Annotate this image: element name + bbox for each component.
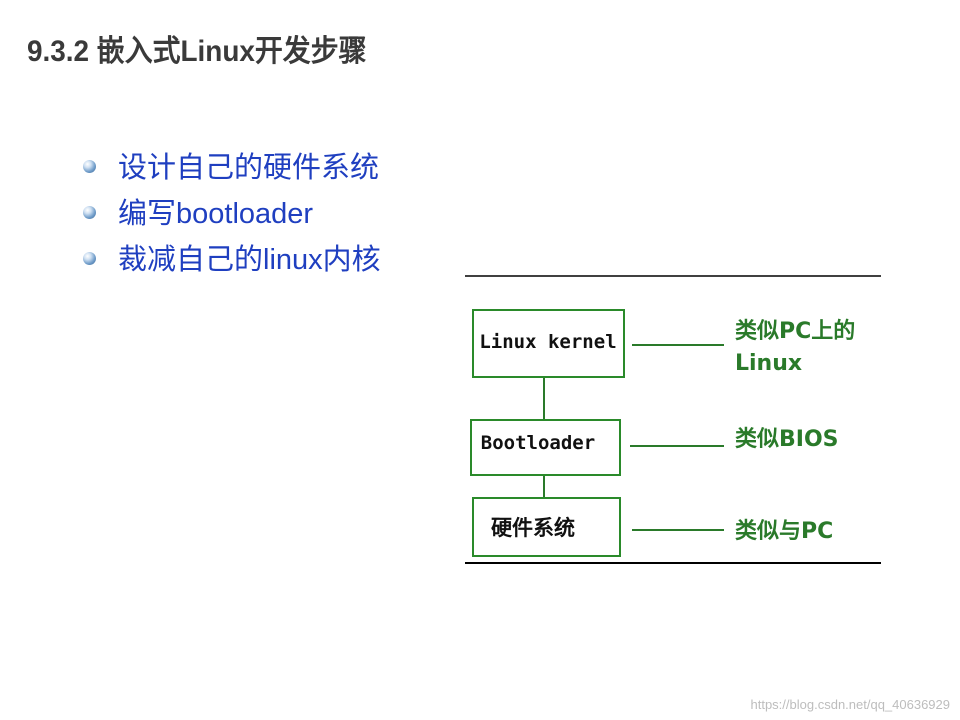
bullet-item-kernel: 裁减自己的linux内核 — [82, 240, 381, 286]
watermark: https://blog.csdn.net/qq_40636929 — [750, 697, 951, 712]
bullet-list: 设计自己的硬件系统 编写bootloader 裁减自己的linux内核 — [82, 148, 381, 286]
bullet-item-hardware: 设计自己的硬件系统 — [82, 148, 381, 194]
bullet-text: 编写bootloader — [118, 198, 314, 230]
box-label-bootloader: Bootloader — [481, 432, 595, 454]
side-label-kernel-line1: 类似PC上的 — [735, 318, 855, 344]
bullet-item-bootloader: 编写bootloader — [82, 194, 381, 240]
side-label-bootloader: 类似BIOS — [735, 427, 839, 452]
box-bootloader: Bootloader — [470, 419, 621, 476]
bullet-dot-icon — [83, 160, 96, 173]
bullet-text: 裁减自己的linux内核 — [118, 244, 381, 276]
box-label-linux-kernel: Linux kernel — [479, 331, 616, 353]
box-hardware: 硬件系统 — [472, 497, 621, 557]
side-label-hardware: 类似与PC — [735, 519, 833, 544]
bullet-text: 设计自己的硬件系统 — [118, 152, 380, 184]
side-label-kernel-line2: Linux — [735, 351, 802, 376]
box-label-hardware: 硬件系统 — [491, 516, 575, 540]
slide-title: 9.3.2 嵌入式Linux开发步骤 — [27, 35, 367, 68]
box-linux-kernel: Linux kernel — [472, 309, 625, 378]
bullet-dot-icon — [83, 206, 96, 219]
bullet-dot-icon — [83, 252, 96, 265]
